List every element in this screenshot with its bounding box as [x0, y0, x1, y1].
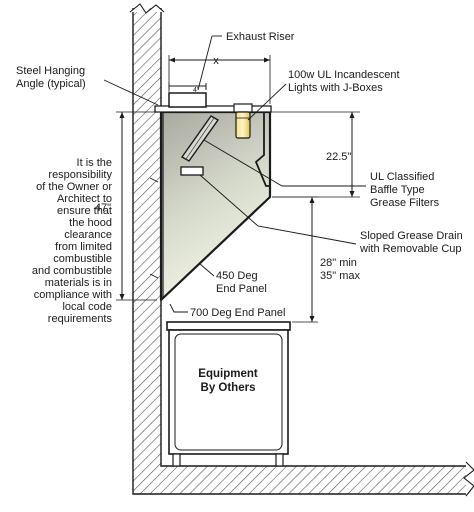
- equipment-label-line1: Equipment: [198, 368, 258, 380]
- note-line: from limited: [55, 241, 112, 253]
- baffle-label-line1: UL Classified: [370, 171, 434, 183]
- hanging-angle-label-line1: Steel Hanging: [16, 65, 85, 77]
- end-panel-450-leader: [199, 263, 215, 277]
- hanging-angle-leader: [103, 79, 159, 106]
- dimension-47-label: 47": [95, 202, 111, 214]
- note-line: requirements: [48, 313, 113, 325]
- note-line: responsibility: [48, 169, 112, 181]
- grease-drain-label-line2: with Removable Cup: [359, 243, 462, 255]
- clearance-label-line1: 28" min: [320, 257, 357, 269]
- baffle-label-line2: Baffle Type: [370, 184, 425, 196]
- note-line: of the Owner or: [36, 181, 112, 193]
- wall-tick-marks: [149, 177, 159, 279]
- grease-drain-label-line1: Sloped Grease Drain: [360, 230, 463, 242]
- dimension-clearance: [272, 196, 318, 323]
- equipment-label-line2: By Others: [201, 382, 256, 394]
- riser-size-label: 4": [193, 87, 200, 94]
- hanging-angle-label-line2: Angle (typical): [16, 78, 86, 90]
- dimension-47: [116, 111, 157, 301]
- dimension-22-5-label: 22.5": [326, 151, 351, 163]
- grease-drain-leader: [199, 174, 357, 245]
- note-line: ensure that: [57, 205, 112, 217]
- baffle-leader: [203, 139, 366, 187]
- note-line: materials is in: [45, 277, 112, 289]
- note-line: Architect to: [57, 193, 112, 205]
- note-line: combustible: [53, 253, 112, 265]
- equipment-cabinet: [166, 321, 291, 467]
- note-line: the hood: [69, 217, 112, 229]
- dimension-x-label: x: [213, 55, 219, 67]
- note-line: compliance with: [34, 289, 112, 301]
- end-panel-700-label: 700 Deg End Panel: [190, 307, 285, 319]
- note-line: It is the: [77, 157, 112, 169]
- responsibility-note: It is the responsibility of the Owner or…: [32, 157, 113, 325]
- end-panel-450-label-line1: 450 Deg: [216, 270, 258, 282]
- end-panel-700-leader: [169, 303, 188, 313]
- lights-leader: [247, 83, 287, 121]
- note-line: local code: [62, 301, 112, 313]
- light-fixture: [233, 103, 253, 139]
- lights-label-line1: 100w UL Incandescent: [288, 69, 400, 81]
- note-line: clearance: [64, 229, 112, 241]
- dimension-x: [168, 55, 271, 104]
- exhaust-riser-label: Exhaust Riser: [226, 31, 295, 43]
- end-panel-450-label-line2: End Panel: [216, 283, 267, 295]
- note-line: and combustible: [32, 265, 112, 277]
- baffle-label-line3: Grease Filters: [370, 197, 440, 209]
- lights-label-line2: Lights with J-Boxes: [288, 82, 383, 94]
- exhaust-riser-leader: [197, 35, 222, 91]
- clearance-label-line2: 35" max: [320, 270, 360, 282]
- baffle-filter: [180, 115, 220, 162]
- exhaust-riser: [168, 83, 207, 108]
- grease-drain-cup: [180, 166, 204, 176]
